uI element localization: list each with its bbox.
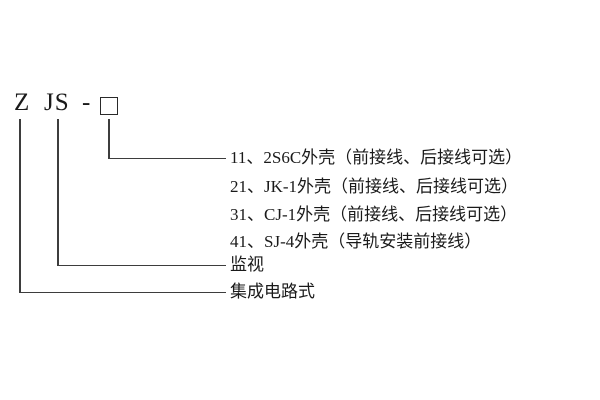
z-meaning-label: 集成电路式 bbox=[230, 282, 315, 301]
connector-js-horizontal-line bbox=[57, 264, 226, 267]
box-option-31: 31、CJ-1外壳（前接线、后接线可选） bbox=[230, 205, 518, 224]
box-option-21: 21、JK-1外壳（前接线、后接线可选） bbox=[230, 177, 519, 196]
box-option-41: 41、SJ-4外壳（导轨安装前接线） bbox=[230, 232, 482, 251]
model-placeholder-box-icon bbox=[100, 97, 118, 115]
connector-box-vertical-line bbox=[108, 119, 110, 159]
model-letter-z: Z bbox=[14, 89, 31, 116]
model-letters-js: JS bbox=[44, 89, 70, 116]
connector-box-horizontal-line bbox=[108, 157, 226, 160]
model-dash: - bbox=[82, 89, 92, 116]
js-meaning-label: 监视 bbox=[230, 255, 264, 274]
connector-z-horizontal-line bbox=[19, 291, 226, 294]
box-option-11: 11、2S6C外壳（前接线、后接线可选） bbox=[230, 148, 523, 167]
connector-z-vertical-line bbox=[19, 119, 21, 293]
connector-js-vertical-line bbox=[57, 119, 59, 266]
